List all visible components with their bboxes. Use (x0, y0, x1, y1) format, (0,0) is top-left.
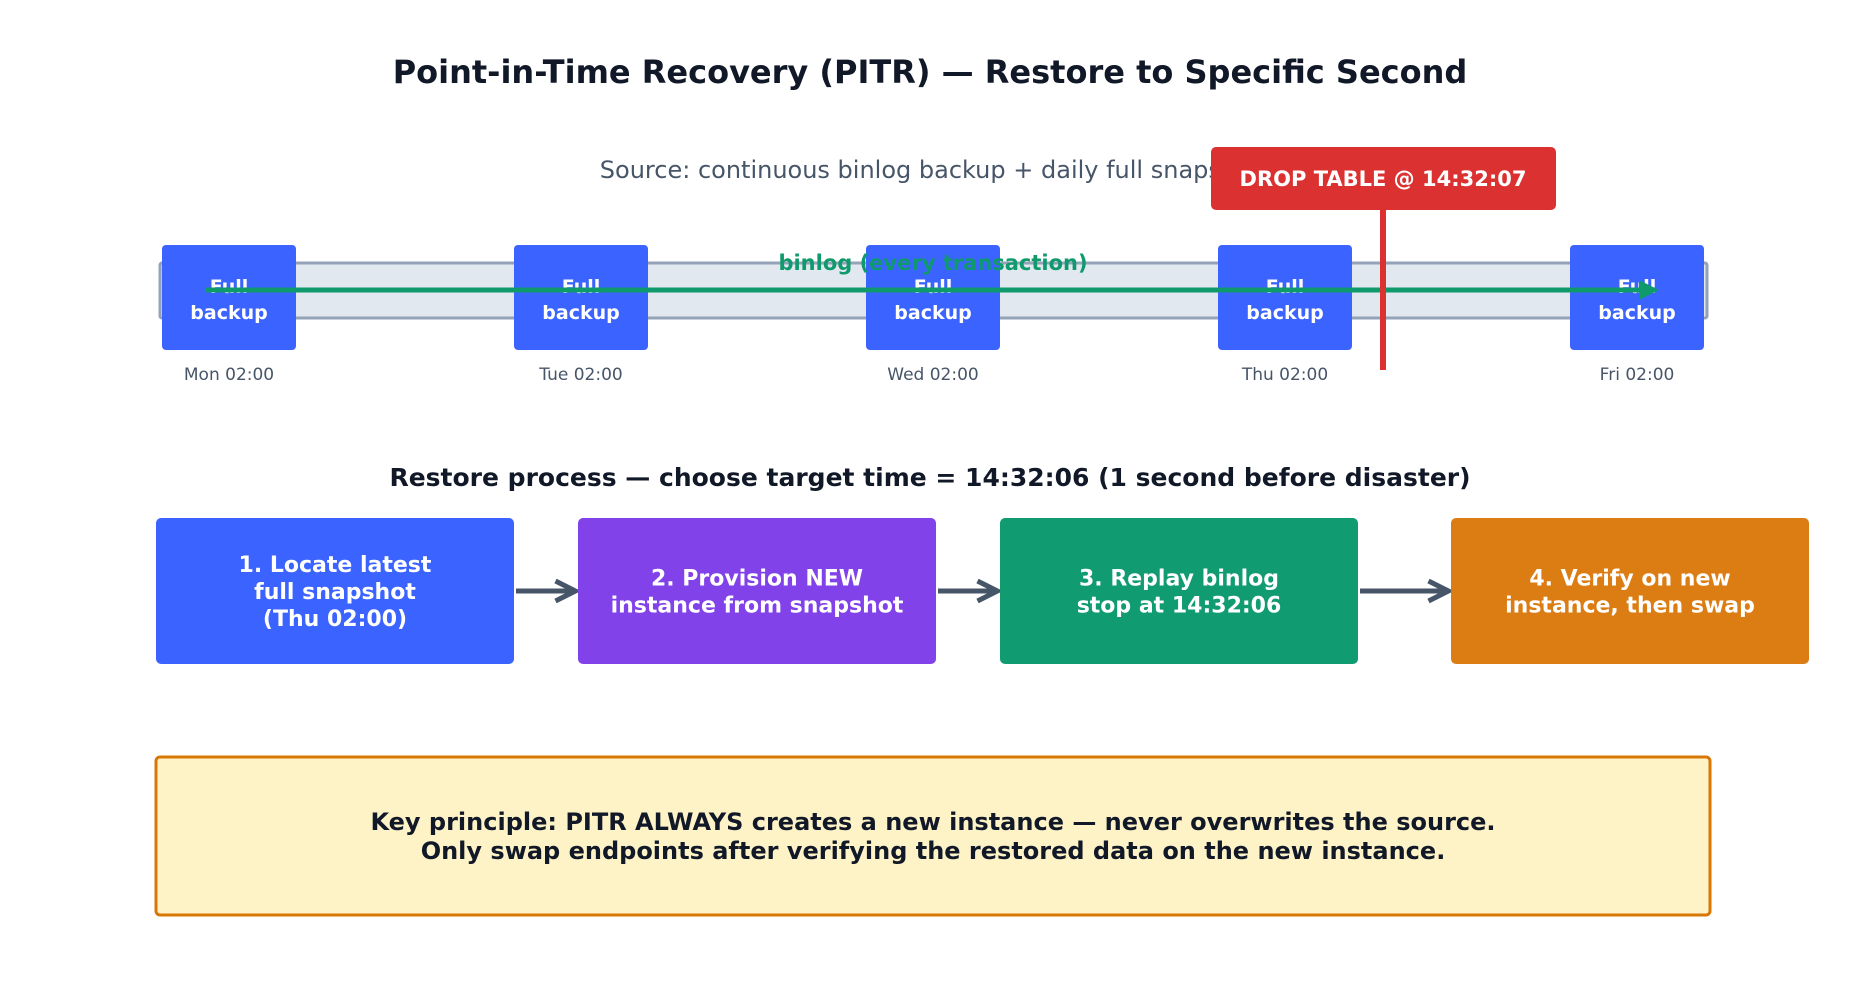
step-box (1451, 518, 1809, 664)
snapshot-label: backup (894, 302, 971, 324)
step-label: instance from snapshot (611, 594, 904, 619)
snapshot-label: Full (562, 276, 601, 298)
snapshot-label: Full (1266, 276, 1305, 298)
principle-note (154, 755, 1712, 917)
snapshot-label: backup (1246, 302, 1323, 324)
step-label: 4. Verify on new (1529, 567, 1730, 592)
snapshot-day-label: Thu 02:00 (1241, 365, 1328, 385)
disaster-badge (1211, 147, 1556, 210)
principle-line: Only swap endpoints after verifying the … (421, 837, 1446, 865)
snapshot-label: Full (914, 276, 953, 298)
snapshot-day-label: Fri 02:00 (1600, 365, 1675, 385)
snapshot-box (1570, 245, 1704, 350)
snapshot-day-label: Wed 02:00 (887, 365, 978, 385)
diagram-subtitle: Source: continuous binlog backup + daily… (600, 156, 1260, 184)
step-label: 1. Locate latest (239, 553, 432, 578)
step-label: full snapshot (254, 580, 416, 605)
snapshot-label: backup (542, 302, 619, 324)
snapshot-label: backup (190, 302, 267, 324)
snapshot-label: Full (210, 276, 249, 298)
snapshot-label: backup (1598, 302, 1675, 324)
step-label: instance, then swap (1505, 594, 1755, 619)
step-box (156, 518, 514, 664)
snapshot-box (866, 245, 1000, 350)
diagram-title: Point-in-Time Recovery (PITR) — Restore … (393, 53, 1468, 91)
snapshot-box (514, 245, 648, 350)
step-label: (Thu 02:00) (263, 607, 407, 632)
process-heading: Restore process — choose target time = 1… (389, 463, 1470, 492)
step-box (578, 518, 936, 664)
snapshot-label: Full (1618, 276, 1657, 298)
binlog-label: binlog (every transaction) (778, 251, 1087, 275)
step-label: 2. Provision NEW (651, 567, 863, 592)
principle-text: Key principle: PITR ALWAYS creates a new… (370, 808, 1495, 865)
snapshot-box (162, 245, 296, 350)
principle-line: Key principle: PITR ALWAYS creates a new… (370, 808, 1495, 836)
step-label: 3. Replay binlog (1079, 567, 1279, 592)
disaster-label: DROP TABLE @ 14:32:07 (1240, 167, 1527, 191)
snapshot-day-label: Mon 02:00 (184, 365, 274, 385)
snapshot-box (1218, 245, 1352, 350)
step-box (1000, 518, 1358, 664)
step-label: stop at 14:32:06 (1077, 594, 1282, 619)
snapshot-day-label: Tue 02:00 (538, 365, 622, 385)
